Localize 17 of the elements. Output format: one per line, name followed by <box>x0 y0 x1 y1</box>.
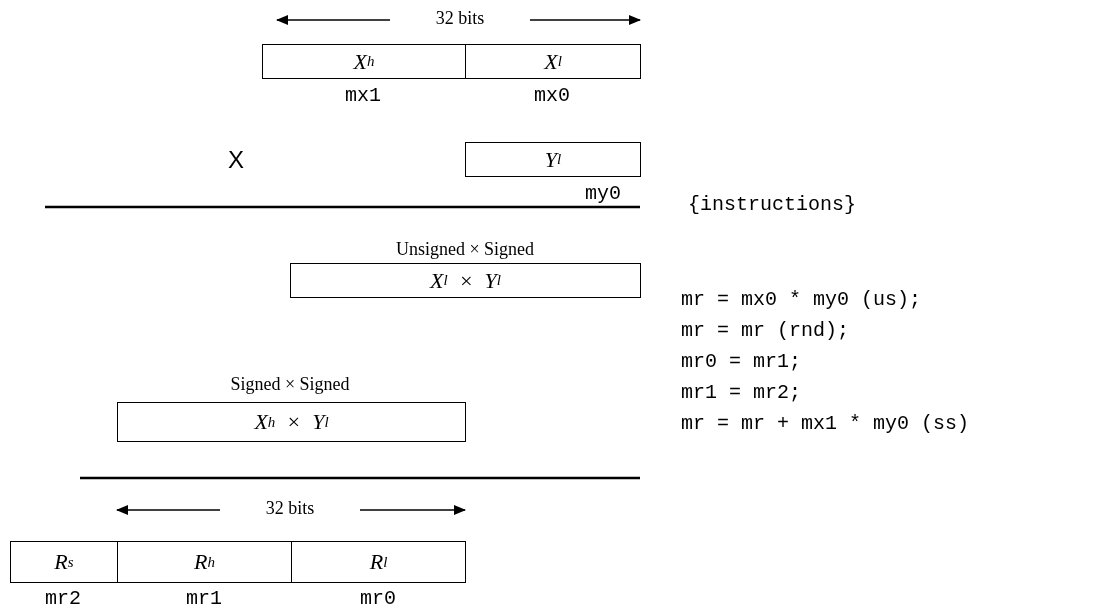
code-line: mr = mr + mx1 * my0 (ss) <box>681 412 970 435</box>
box-heading: Signed × Signed <box>230 374 350 395</box>
code-line: mr1 = mr2; <box>681 381 802 404</box>
register-name: mx0 <box>534 84 570 107</box>
register-name: my0 <box>585 182 621 205</box>
code-comment: {instructions} <box>688 193 857 216</box>
register-name: mr0 <box>360 587 396 610</box>
code-line: mr = mx0 * my0 (us); <box>681 288 922 311</box>
register-name: mr1 <box>186 587 222 610</box>
box-heading: Unsigned × Signed <box>395 239 535 260</box>
register-name: mx1 <box>345 84 381 107</box>
code-line: mr = mr (rnd); <box>681 319 850 342</box>
dimension-label: 32 bits <box>265 498 315 519</box>
register-name: mr2 <box>45 587 81 610</box>
code-line: mr0 = mr1; <box>681 350 802 373</box>
multiply-sign: X <box>228 146 244 174</box>
dimension-label: 32 bits <box>435 8 485 29</box>
